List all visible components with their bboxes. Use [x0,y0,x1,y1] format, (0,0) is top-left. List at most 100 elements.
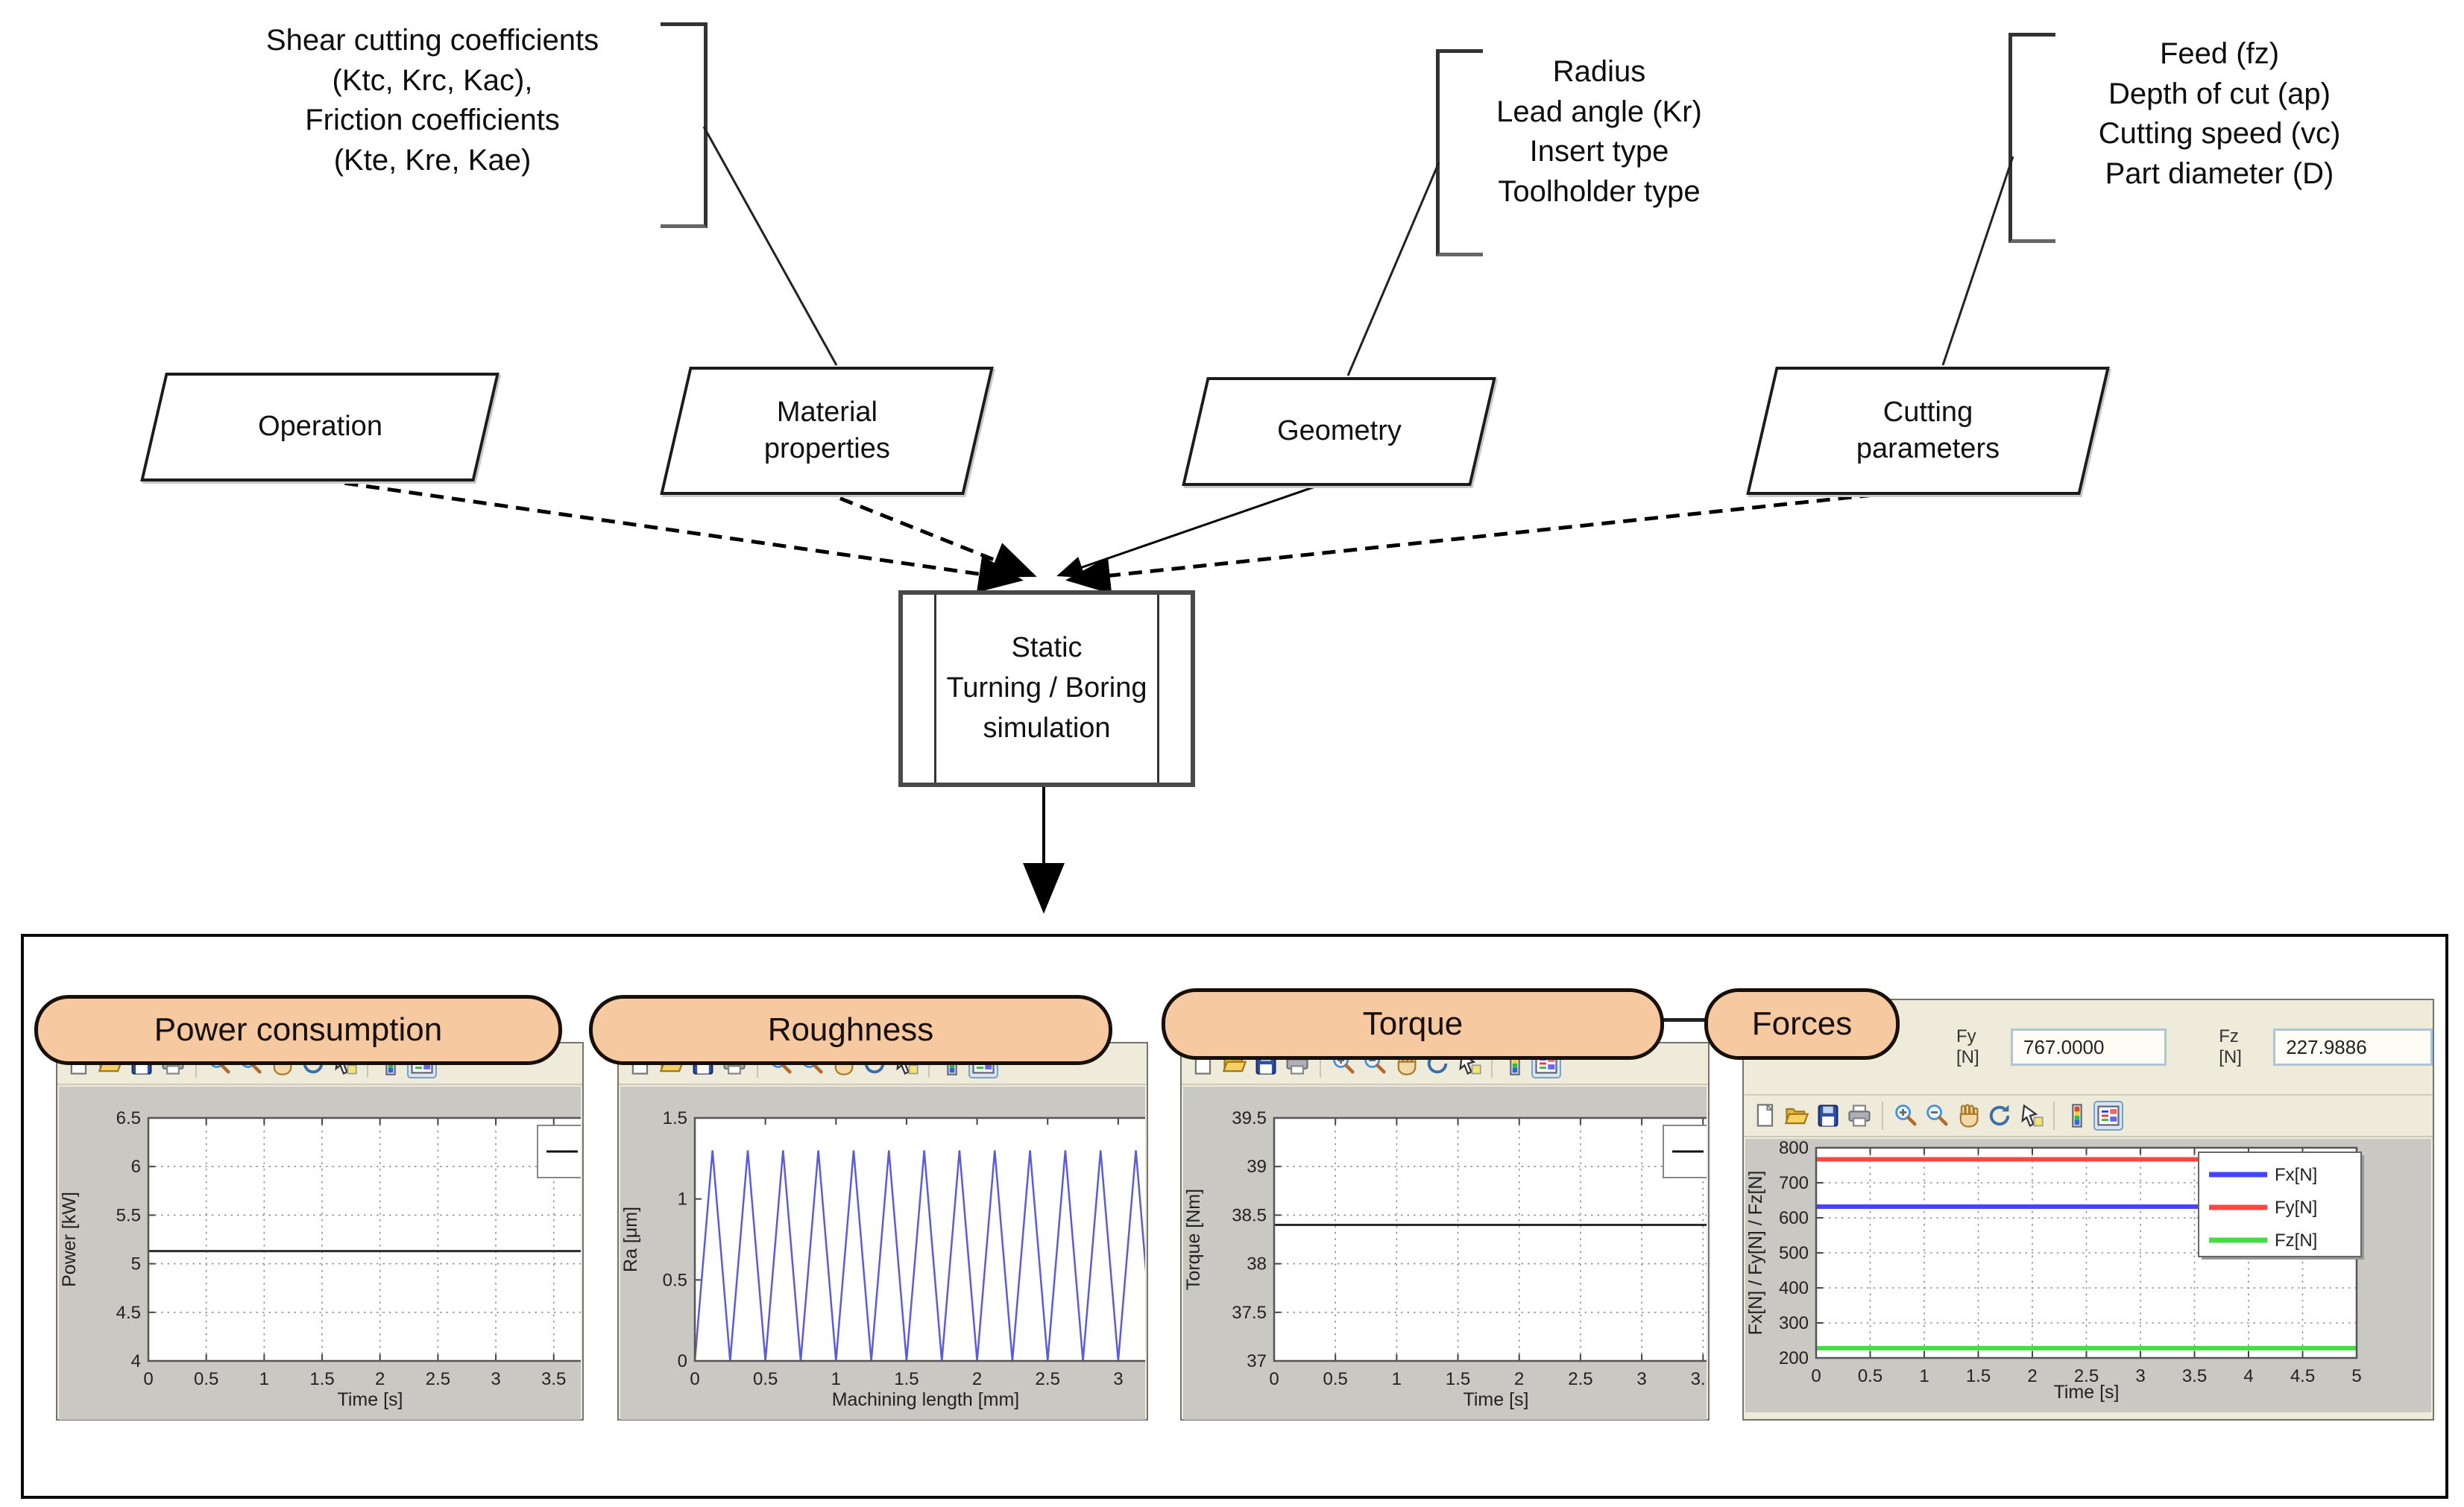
bracket-to-geometry-line [1346,162,1440,376]
panel-title-power-consumption: Power consumption [34,995,562,1065]
input-geometry: Geometry [1182,377,1496,486]
figure-toolbar [1744,1096,2433,1137]
svg-text:0.5: 0.5 [194,1369,218,1389]
svg-text:500: 500 [1779,1243,1809,1263]
toolbar-separator [1320,1049,1321,1078]
input-geometry-label: Geometry [1276,415,1402,447]
svg-text:Ra [μm]: Ra [μm] [620,1207,641,1272]
svg-text:3: 3 [1113,1369,1123,1389]
new-document-icon[interactable] [1752,1102,1779,1129]
svg-text:0.5: 0.5 [753,1369,778,1389]
bracket-left-icon [2008,33,2055,243]
svg-text:1: 1 [1919,1366,1929,1386]
svg-text:Fy[N]: Fy[N] [2275,1198,2317,1218]
svg-text:2: 2 [972,1369,982,1389]
zoom-out-icon[interactable] [1923,1102,1950,1129]
insert-legend-icon[interactable] [2093,1101,2123,1131]
svg-text:2.5: 2.5 [426,1369,450,1389]
svg-text:700: 700 [1779,1173,1809,1193]
annotation-material-coefficients: Shear cutting coefficients (Ktc, Krc, Ka… [265,24,599,177]
annotation-cutting-inputs: Feed (fz) Depth of cut (ap) Cutting spee… [2098,37,2341,190]
annotation-geometry-inputs: Radius Lead angle (Kr) Insert type Toolh… [1496,55,1702,208]
process-inner-line [934,595,936,783]
bracket-right-icon [661,22,708,228]
fy-label: Fy [N] [1956,1026,1979,1067]
fz-value-field[interactable]: 227.9886 [2273,1029,2433,1066]
svg-text:2.5: 2.5 [1036,1369,1060,1389]
svg-text:3.5: 3.5 [2182,1366,2207,1386]
toolbar-separator [1882,1102,1883,1130]
svg-text:800: 800 [1779,1139,1809,1158]
force-readouts-row: Fy [N] 767.0000 Fz [N] 227.9886 [1744,1000,2433,1096]
svg-text:1: 1 [678,1190,687,1210]
svg-text:38.5: 38.5 [1232,1205,1267,1225]
panel-title-forces: Forces [1704,988,1900,1060]
svg-text:4: 4 [2243,1366,2253,1386]
svg-text:1.5: 1.5 [894,1369,919,1389]
svg-text:Power [kW]: Power [kW] [59,1192,80,1287]
svg-text:1.5: 1.5 [1966,1366,1991,1386]
data-cursor-icon[interactable] [2017,1102,2044,1129]
svg-text:200: 200 [1779,1348,1809,1368]
svg-text:5.5: 5.5 [116,1205,141,1225]
open-file-icon[interactable] [1783,1102,1810,1129]
fy-value-field[interactable]: 767.0000 [2011,1029,2167,1066]
zoom-in-icon[interactable] [1892,1102,1919,1129]
bracket-left-icon [1436,49,1483,256]
colorbar-icon[interactable] [2064,1102,2090,1129]
svg-text:0: 0 [143,1369,153,1389]
panel-title-torque: Torque [1162,988,1664,1060]
process-inner-line [1157,595,1159,783]
svg-text:2: 2 [1514,1369,1524,1389]
svg-text:0: 0 [678,1351,687,1371]
svg-text:1.5: 1.5 [309,1369,334,1389]
input-operation-label: Operation [257,411,382,443]
svg-text:Torque [Nm]: Torque [Nm] [1183,1189,1204,1290]
svg-text:4.5: 4.5 [2290,1366,2315,1386]
bracket-to-cutting-line [1941,156,2014,366]
svg-text:6: 6 [131,1157,141,1177]
svg-text:4: 4 [131,1351,141,1371]
svg-text:0.5: 0.5 [663,1270,687,1290]
svg-text:3: 3 [1636,1369,1646,1389]
input-operation: Operation [140,373,500,481]
svg-text:5: 5 [131,1254,141,1274]
toolbar-separator [2053,1102,2055,1130]
svg-text:400: 400 [1779,1278,1809,1298]
rotate-3d-icon[interactable] [1986,1102,2013,1129]
input-cutting-parameters: Cutting parameters [1746,367,2110,495]
svg-text:2: 2 [375,1369,385,1389]
svg-text:Fx[N]: Fx[N] [2275,1165,2317,1185]
svg-text:Fz[N]: Fz[N] [2275,1230,2317,1251]
svg-text:37.5: 37.5 [1232,1303,1267,1323]
save-icon[interactable] [1815,1102,1841,1129]
svg-text:600: 600 [1779,1208,1809,1228]
svg-text:1.5: 1.5 [1446,1369,1470,1389]
svg-text:38: 38 [1247,1254,1267,1274]
svg-text:0: 0 [1811,1366,1821,1386]
print-icon[interactable] [1846,1102,1873,1129]
svg-text:0: 0 [690,1369,699,1389]
toolbar-separator [1491,1049,1493,1078]
svg-text:4.5: 4.5 [116,1303,141,1323]
pan-icon[interactable] [1955,1102,1982,1129]
svg-text:3.5: 3.5 [541,1369,566,1389]
svg-text:39: 39 [1247,1157,1267,1177]
svg-text:1: 1 [1392,1369,1402,1389]
input-cutting-parameters-label: Cutting parameters [1856,396,2000,464]
svg-text:Time [s]: Time [s] [1463,1389,1529,1410]
process-static-simulation: Static Turning / Boring simulation [898,590,1195,787]
svg-text:Time [s]: Time [s] [338,1389,403,1410]
connector-lines [301,126,2014,914]
svg-text:2.5: 2.5 [2074,1366,2099,1386]
svg-text:1: 1 [259,1369,269,1389]
geometry-to-process-arrow [1056,480,1331,578]
bracket-to-material-line [702,126,838,366]
svg-text:Fx[N] / Fy[N] / Fz[N]: Fx[N] / Fy[N] / Fz[N] [1745,1171,1766,1336]
svg-text:37: 37 [1247,1351,1267,1371]
svg-text:1: 1 [831,1369,841,1389]
